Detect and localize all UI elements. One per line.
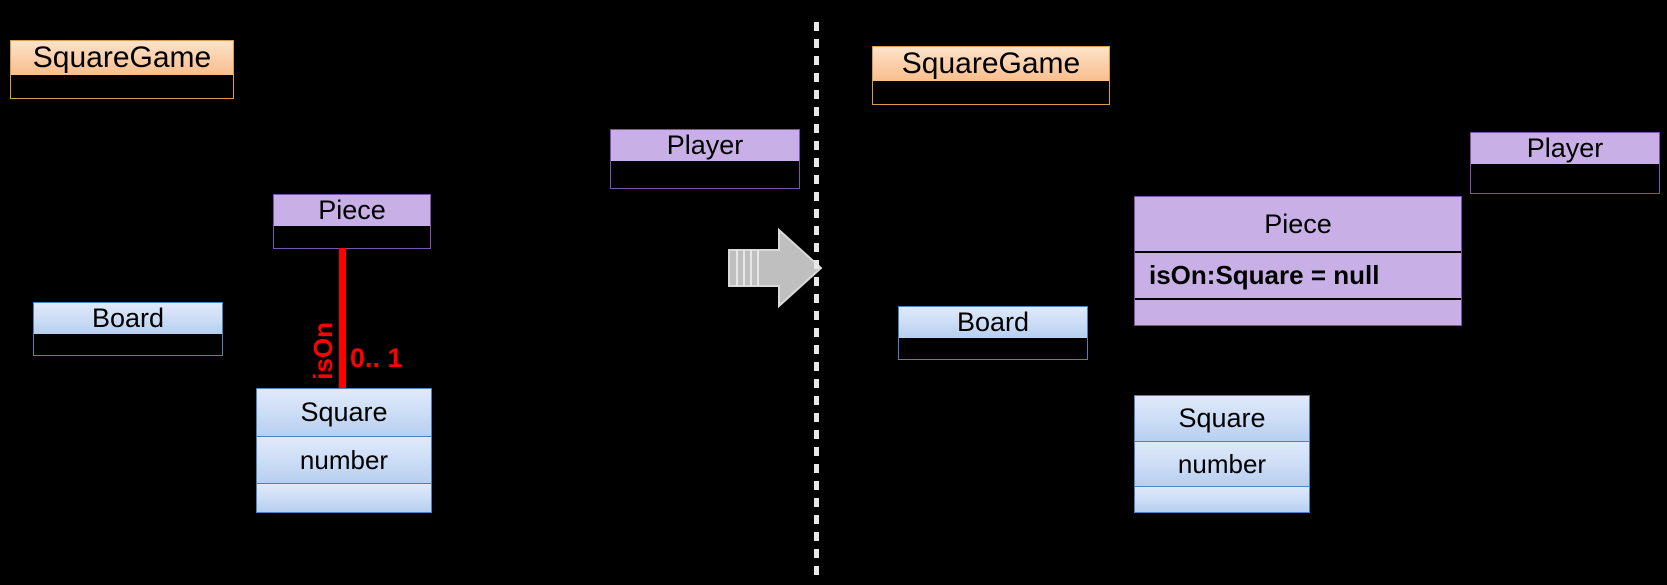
left-class-square-operations [257, 483, 431, 512]
panel-divider [814, 22, 819, 583]
right-class-board[interactable]: Board [898, 306, 1088, 360]
right-class-board-name: Board [899, 307, 1087, 338]
left-association-role-label: isOn [308, 322, 338, 380]
right-class-square-name: Square [1135, 396, 1309, 441]
right-class-piece-operations [1135, 298, 1461, 325]
left-class-square[interactable]: Square number [256, 388, 432, 513]
left-class-board[interactable]: Board [33, 302, 223, 356]
right-class-square[interactable]: Square number [1134, 395, 1310, 513]
left-class-squaregame[interactable]: SquareGame [10, 40, 234, 99]
right-class-piece-attribute: isOn:Square = null [1135, 251, 1461, 298]
left-class-piece[interactable]: Piece [273, 194, 431, 249]
right-class-squaregame-name: SquareGame [873, 47, 1109, 81]
left-class-board-name: Board [34, 303, 222, 334]
right-class-piece-name: Piece [1135, 197, 1461, 251]
left-class-square-attribute: number [257, 436, 431, 484]
right-class-player[interactable]: Player [1470, 132, 1660, 194]
right-class-square-operations [1135, 486, 1309, 512]
left-class-player[interactable]: Player [610, 129, 800, 189]
right-class-player-name: Player [1471, 133, 1659, 164]
left-class-squaregame-name: SquareGame [11, 41, 233, 75]
left-class-piece-name: Piece [274, 195, 430, 226]
left-class-player-name: Player [611, 130, 799, 161]
left-class-square-name: Square [257, 389, 431, 437]
right-class-squaregame[interactable]: SquareGame [872, 46, 1110, 105]
transform-arrow [727, 228, 823, 308]
right-class-square-attribute: number [1135, 441, 1309, 486]
right-block-arrow-icon [728, 228, 823, 308]
left-association-multiplicity-label: 0.. 1 [350, 343, 403, 373]
right-class-piece[interactable]: Piece isOn:Square = null [1134, 196, 1462, 326]
left-association-line-isOn [339, 248, 346, 392]
